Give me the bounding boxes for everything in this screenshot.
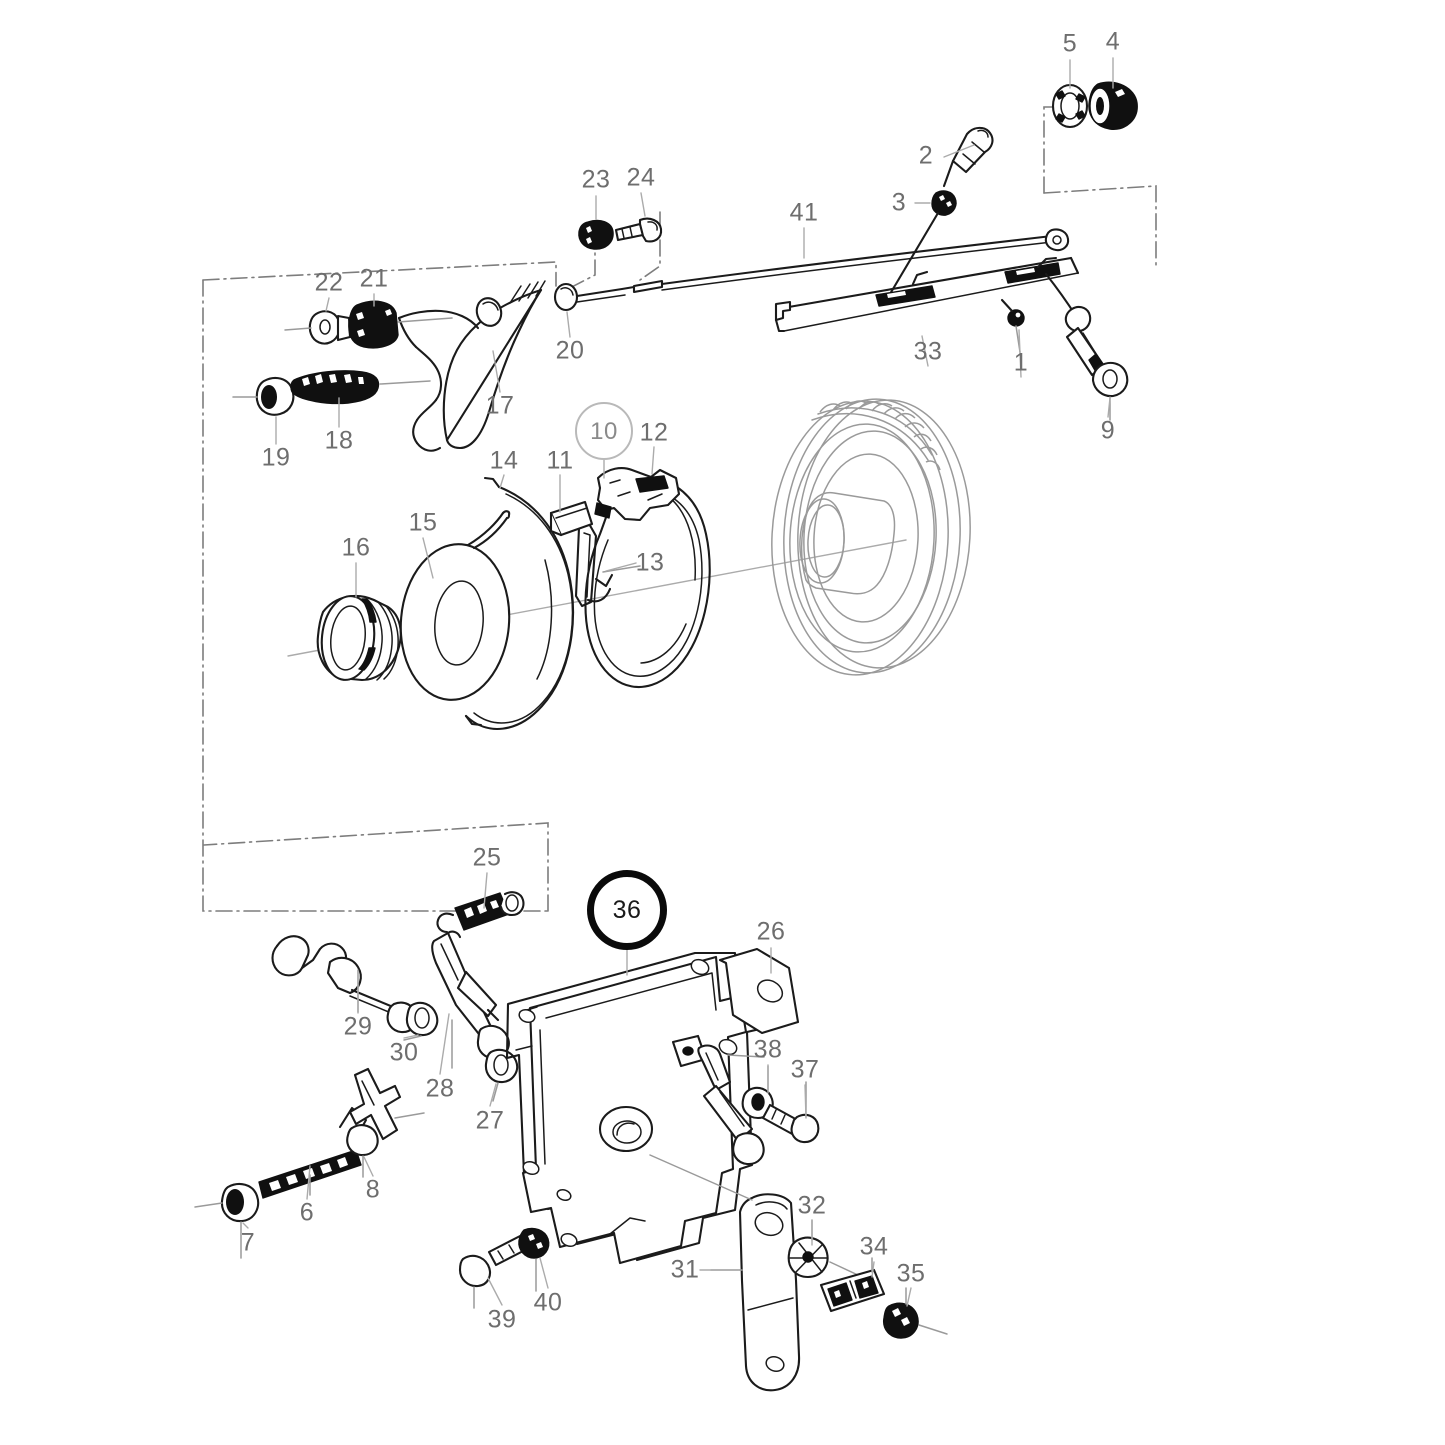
part-32-star-washer bbox=[787, 1219, 861, 1279]
part-12-brake-shoe bbox=[584, 467, 711, 688]
callout-41: 41 bbox=[789, 198, 819, 227]
part-40-washer bbox=[518, 1227, 550, 1292]
callout-10: 10 bbox=[575, 402, 633, 460]
callout-4: 4 bbox=[1105, 27, 1121, 56]
part-4-bushing bbox=[1088, 81, 1138, 130]
callout-9: 9 bbox=[1100, 416, 1116, 445]
callout-18: 18 bbox=[324, 426, 354, 455]
callout-40: 40 bbox=[533, 1288, 563, 1317]
part-15-washer-ring bbox=[399, 510, 511, 701]
part-16-hub-bushings bbox=[316, 595, 402, 682]
callout-39: 39 bbox=[487, 1305, 517, 1334]
group-enclosure-21-link bbox=[639, 211, 661, 281]
callout-37: 37 bbox=[790, 1055, 820, 1084]
callout-30: 30 bbox=[389, 1038, 419, 1067]
part-37-bolt bbox=[761, 1081, 820, 1144]
part-9-rod-end bbox=[1044, 272, 1129, 421]
callout-15: 15 bbox=[408, 508, 438, 537]
callout-19: 19 bbox=[261, 443, 291, 472]
callout-11: 11 bbox=[546, 446, 574, 475]
callout-17: 17 bbox=[485, 391, 515, 420]
part-1-ball-pin bbox=[1000, 298, 1025, 353]
callout-1: 1 bbox=[1013, 348, 1029, 377]
callout-14: 14 bbox=[489, 446, 519, 475]
part-6-threaded-rod bbox=[258, 1149, 362, 1199]
part-19-knob bbox=[232, 376, 295, 416]
part-24-bolt bbox=[614, 217, 663, 243]
part-33-rod-bar bbox=[774, 256, 1080, 333]
part-35-nut bbox=[883, 1287, 948, 1339]
part-7-knob bbox=[194, 1182, 260, 1259]
callout-26: 26 bbox=[756, 917, 786, 946]
callout-22: 22 bbox=[314, 268, 344, 297]
callout-16: 16 bbox=[341, 533, 371, 562]
callout-5: 5 bbox=[1062, 29, 1078, 58]
callout-29: 29 bbox=[343, 1012, 373, 1041]
callout-35: 35 bbox=[896, 1259, 926, 1288]
callout-3: 3 bbox=[891, 188, 907, 217]
part-34-clamp bbox=[819, 1257, 886, 1313]
part-3-nut bbox=[931, 190, 957, 216]
part-21-bushing bbox=[348, 300, 453, 349]
callout-32: 32 bbox=[797, 1191, 827, 1220]
callout-36: 36 bbox=[587, 870, 667, 950]
group-enclosure-upper-left bbox=[202, 261, 557, 912]
drum-pulley-reference bbox=[771, 398, 971, 676]
callout-8: 8 bbox=[365, 1175, 381, 1204]
callout-23: 23 bbox=[581, 165, 611, 194]
callout-34: 34 bbox=[859, 1232, 889, 1261]
callout-21: 21 bbox=[359, 264, 389, 293]
part-31-link-strap bbox=[649, 1154, 801, 1392]
part-20-bushing bbox=[553, 282, 579, 312]
part-8-bracket-clip bbox=[338, 1067, 425, 1178]
part-11-adjuster-lug bbox=[549, 500, 594, 537]
callout-24: 24 bbox=[626, 163, 656, 192]
callout-20: 20 bbox=[555, 336, 585, 365]
part-23-bushing bbox=[578, 219, 614, 250]
part-41-cable-rod bbox=[575, 228, 1070, 303]
part-26-mounting-plate bbox=[505, 947, 800, 1265]
part-5-grommet bbox=[1051, 83, 1089, 129]
part-17-lever-arm bbox=[397, 280, 546, 452]
callout-12: 12 bbox=[639, 418, 669, 447]
callout-6: 6 bbox=[299, 1198, 315, 1227]
callout-33: 33 bbox=[913, 337, 943, 366]
callout-38: 38 bbox=[753, 1035, 783, 1064]
callout-28: 28 bbox=[425, 1074, 455, 1103]
callout-13: 13 bbox=[635, 548, 665, 577]
callout-31: 31 bbox=[670, 1255, 700, 1284]
part-30-bushing bbox=[403, 1001, 439, 1041]
callout-27: 27 bbox=[475, 1106, 505, 1135]
part-2-link-rod bbox=[888, 211, 940, 296]
callout-2: 2 bbox=[918, 141, 934, 170]
part-18-spring-rod bbox=[290, 370, 431, 405]
part-2-adjusting-screw bbox=[942, 126, 994, 188]
part-25-return-spring bbox=[436, 891, 525, 934]
leader-lines bbox=[242, 57, 1114, 1307]
part-14-brake-band bbox=[464, 476, 574, 730]
part-38-lever-link bbox=[697, 1038, 774, 1166]
callout-7: 7 bbox=[240, 1228, 256, 1257]
callout-25: 25 bbox=[472, 843, 502, 872]
part-22-washer bbox=[284, 310, 352, 345]
